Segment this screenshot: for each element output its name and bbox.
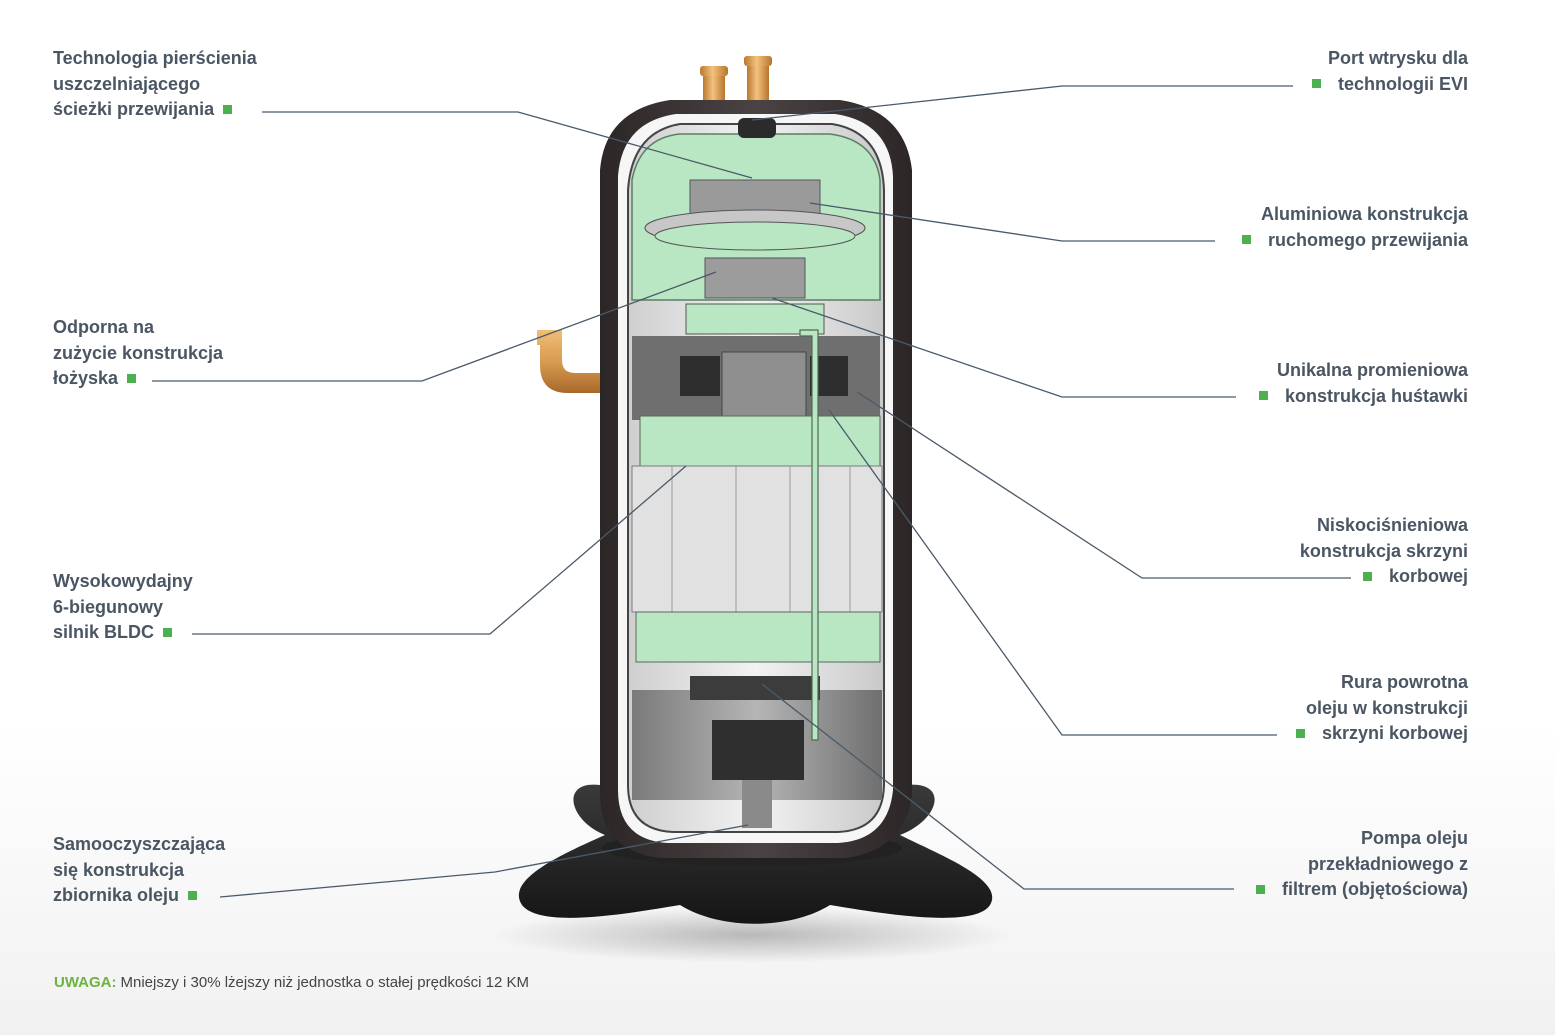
green-bullet-icon (1295, 728, 1305, 738)
callout-line: oleju w konstrukcji (1305, 697, 1468, 718)
green-bullet-icon (1241, 235, 1251, 245)
callout-line: się konstrukcja (53, 859, 185, 880)
callout-aluminium-scroll: Aluminiowa konstrukcja ruchomego przewij… (1241, 202, 1468, 253)
note-text: Mniejszy i 30% lżejszy niż jednostka o s… (120, 974, 530, 991)
green-bullet-icon (1258, 391, 1268, 401)
leader-line-oil-tank (219, 824, 749, 898)
callout-motor: Wysokowydajny 6-biegunowy silnik BLDC (53, 569, 193, 646)
green-bullet-icon (163, 627, 173, 637)
leader-line-crankcase (856, 391, 1351, 579)
callout-line: Port wtrysku dla (1327, 48, 1468, 68)
callout-line: Aluminiowa konstrukcja (1260, 204, 1468, 224)
green-bullet-icon (1255, 884, 1265, 894)
compressor-interior (627, 118, 885, 833)
callout-line: skrzyni korbowej (1321, 723, 1468, 743)
callout-evi-port: Port wtrysku dla technologii EVI (1311, 46, 1468, 97)
leader-line-swing (771, 297, 1236, 398)
callout-line: Unikalna promieniowa (1276, 360, 1468, 380)
green-bullet-icon (223, 104, 233, 114)
callout-line: Technologia pierścienia (53, 48, 257, 68)
callout-line: Pompa oleju (1360, 828, 1468, 848)
callout-line: technologii EVI (1337, 73, 1468, 94)
callout-line: Wysokowydajny (53, 571, 193, 591)
callout-line: łożyska (53, 368, 119, 388)
callout-oil-pump: Pompa oleju przekładniowego z filtrem (o… (1255, 826, 1468, 903)
callout-line: zużycie konstrukcja (53, 342, 224, 363)
green-bullet-icon (127, 373, 137, 383)
leader-lines (152, 85, 1351, 898)
callout-line: 6-biegunowy (53, 596, 164, 617)
leader-line-evi-port (751, 85, 1293, 121)
callout-line: filtrem (objętościowa) (1281, 879, 1468, 899)
callout-oil-tank: Samooczyszczająca się konstrukcja zbiorn… (53, 832, 225, 909)
callout-line: Odporna na (53, 317, 155, 337)
callout-bearing: Odporna na zużycie konstrukcja łożyska (53, 315, 223, 392)
callout-line: zbiornika oleju (53, 885, 180, 905)
callout-line: uszczelniającego (53, 73, 201, 94)
callout-line: konstrukcja skrzyni (1299, 540, 1468, 561)
leader-line-motor (192, 465, 687, 635)
callout-line: Niskociśnieniowa (1316, 515, 1468, 535)
footnote: UWAGA:Mniejszy i 30% lżejszy niż jednost… (54, 974, 529, 991)
callout-line: korbowej (1388, 566, 1468, 586)
green-bullet-icon (188, 890, 198, 900)
leader-line-scroll-seal (262, 111, 753, 179)
callout-line: silnik BLDC (53, 622, 155, 642)
callout-line: Rura powrotna (1340, 672, 1468, 692)
callout-scroll-seal: Technologia pierścienia uszczelniającego… (53, 46, 257, 123)
callout-swing: Unikalna promieniowa konstrukcja huśtawk… (1258, 358, 1468, 409)
green-bullet-icon (1311, 79, 1321, 89)
leader-line-oil-return (828, 409, 1277, 736)
leader-line-bearing (152, 271, 717, 382)
callout-line: przekładniowego z (1307, 853, 1468, 874)
leader-line-oil-pump (761, 683, 1234, 890)
leader-line-aluminium-scroll (809, 202, 1215, 242)
green-bullet-icon (1362, 571, 1372, 581)
callout-line: Samooczyszczająca (53, 834, 226, 854)
note-label: UWAGA: (54, 974, 117, 991)
callout-line: ruchomego przewijania (1267, 229, 1468, 250)
callout-oil-return: Rura powrotna oleju w konstrukcji skrzyn… (1295, 670, 1468, 747)
callout-line: konstrukcja huśtawki (1284, 385, 1468, 406)
callout-line: ścieżki przewijania (53, 99, 215, 119)
callout-crankcase: Niskociśnieniowa konstrukcja skrzyni kor… (1300, 513, 1468, 590)
